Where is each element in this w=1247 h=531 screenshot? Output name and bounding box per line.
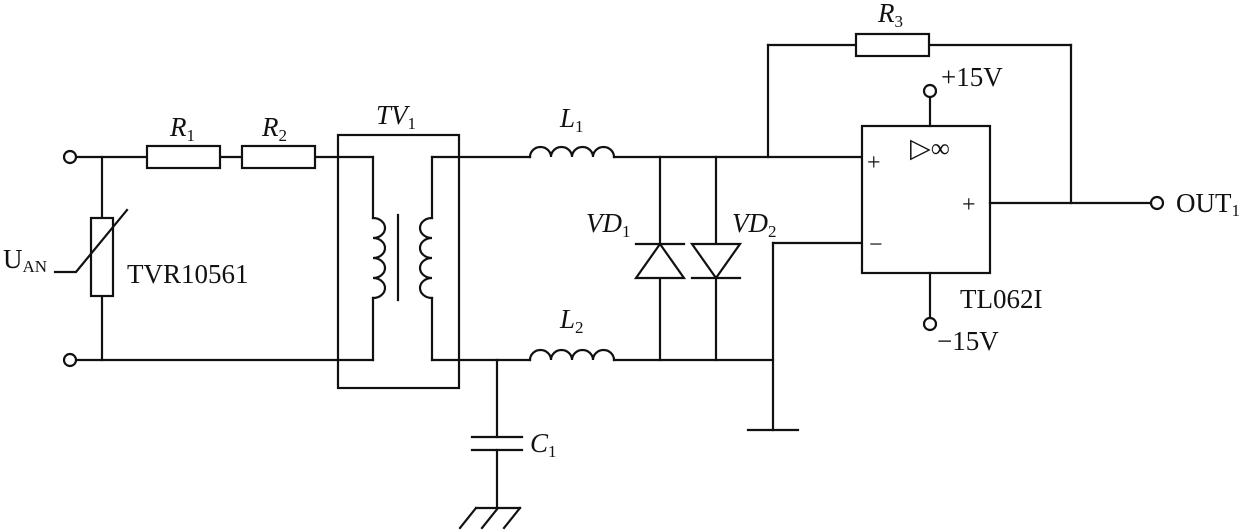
label-l1: L1 [559,103,584,136]
label-tv1: TV1 [376,100,416,133]
label-uan: UAN [3,244,47,276]
label-r1: R1 [169,112,195,145]
label-r2: R2 [261,112,287,145]
input-terminal-bottom [62,352,78,368]
resistor-r1 [145,144,222,170]
capacitor-c1 [470,358,524,510]
negative-supply [922,271,938,332]
inductor-l1 [528,145,616,159]
label-vd1: VD1 [586,208,631,241]
label-opamp: TL062I [960,284,1042,314]
transformer-primary-coil [371,216,387,300]
label-plus-15v: +15V [941,62,1003,92]
label-opamp-inverting: − [869,232,883,258]
output-terminal [1149,195,1165,211]
diode-vd1 [633,155,687,362]
secondary-wiring [430,155,864,362]
transformer-secondary-coil [418,216,434,300]
inverting-input-wiring [771,241,864,432]
feedback-wiring [766,43,1073,205]
opamp-tl062i [860,124,992,275]
resistor-r3 [854,32,931,58]
transformer-enclosure [336,133,461,390]
diode-vd2 [689,155,743,362]
label-r3: R3 [877,0,903,31]
input-wiring [75,155,375,362]
inductor-l2 [528,348,616,362]
resistor-r2 [240,144,317,170]
chassis-ground-icon [458,506,522,530]
opamp-symbol: ▷∞ [910,133,950,163]
label-c1: C1 [530,428,557,461]
label-l2: L2 [559,304,584,337]
input-terminal-top [62,149,78,165]
label-opamp-noninverting: + [867,150,881,176]
label-minus-15v: −15V [937,326,999,356]
label-opamp-output: + [962,192,976,218]
label-out1: OUT1 [1176,188,1240,220]
positive-supply [922,83,938,128]
varistor [53,208,129,298]
label-varistor: TVR10561 [127,259,249,289]
label-vd2: VD2 [732,208,777,241]
